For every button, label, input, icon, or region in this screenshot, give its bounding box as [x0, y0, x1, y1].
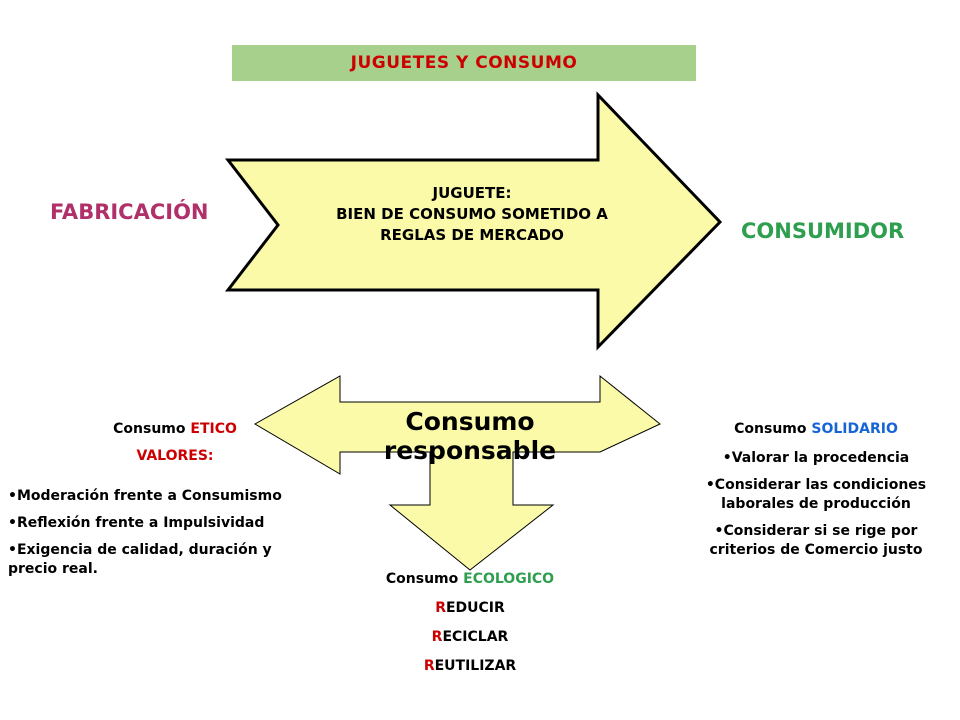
- etico-item: •Moderación frente a Consumismo: [8, 488, 282, 504]
- ecologico-item-reducir: REDUCIR: [340, 600, 600, 616]
- reutilizar-first-letter: R: [423, 658, 435, 674]
- reciclar-rest: ECICLAR: [442, 629, 509, 645]
- etico-subtitle: VALORES:: [136, 448, 214, 464]
- etico-block: Consumo ETICO VALORES:: [80, 421, 270, 464]
- diagram-title: JUGUETES Y CONSUMO: [232, 45, 696, 81]
- etico-heading: Consumo ETICO: [80, 421, 270, 437]
- etico-item: •Exigencia de calidad, duración y precio…: [8, 542, 272, 577]
- fabricacion-label: FABRICACIÓN: [50, 200, 209, 224]
- solidario-heading: Consumo SOLIDARIO: [680, 421, 952, 437]
- solidario-keyword: SOLIDARIO: [811, 421, 898, 437]
- solidario-list: •Valorar la procedencia •Considerar las …: [680, 449, 952, 560]
- arrow-text-line-2: BIEN DE CONSUMO SOMETIDO A: [336, 205, 608, 223]
- etico-list: •Moderación frente a Consumismo •Reflexi…: [8, 487, 320, 587]
- solidario-item: •Considerar si se rige por criterios de …: [709, 523, 923, 558]
- ecologico-keyword: ECOLOGICO: [463, 571, 555, 587]
- consumidor-label: CONSUMIDOR: [741, 219, 905, 243]
- ecologico-item-reutilizar: REUTILIZAR: [340, 658, 600, 674]
- arrow-text: JUGUETE: BIEN DE CONSUMO SOMETIDO A REGL…: [282, 183, 662, 246]
- arrow-text-line-3: REGLAS DE MERCADO: [380, 226, 564, 244]
- reciclar-first-letter: R: [431, 629, 443, 645]
- etico-prefix: Consumo: [113, 421, 191, 437]
- solidario-prefix: Consumo: [734, 421, 812, 437]
- ecologico-item-reciclar: RECICLAR: [340, 629, 600, 645]
- consumo-responsable-title: Consumo responsable: [383, 407, 557, 465]
- solidario-item: •Considerar las condiciones laborales de…: [705, 477, 927, 512]
- arrow-text-line-1: JUGUETE:: [432, 184, 512, 202]
- ecologico-block: Consumo ECOLOGICO REDUCIR RECICLAR REUTI…: [340, 571, 600, 674]
- main-right-arrow: [224, 91, 723, 351]
- reducir-first-letter: R: [435, 600, 446, 616]
- reutilizar-rest: EUTILIZAR: [434, 658, 517, 674]
- ecologico-prefix: Consumo: [385, 571, 464, 587]
- ecologico-heading: Consumo ECOLOGICO: [340, 571, 600, 587]
- reducir-rest: EDUCIR: [445, 600, 505, 616]
- three-way-arrow: [253, 374, 661, 571]
- etico-keyword: ETICO: [190, 421, 237, 437]
- solidario-block: Consumo SOLIDARIO •Valorar la procedenci…: [680, 421, 952, 568]
- solidario-item: •Valorar la procedencia: [722, 450, 910, 466]
- etico-item: •Reflexión frente a Impulsividad: [8, 515, 265, 531]
